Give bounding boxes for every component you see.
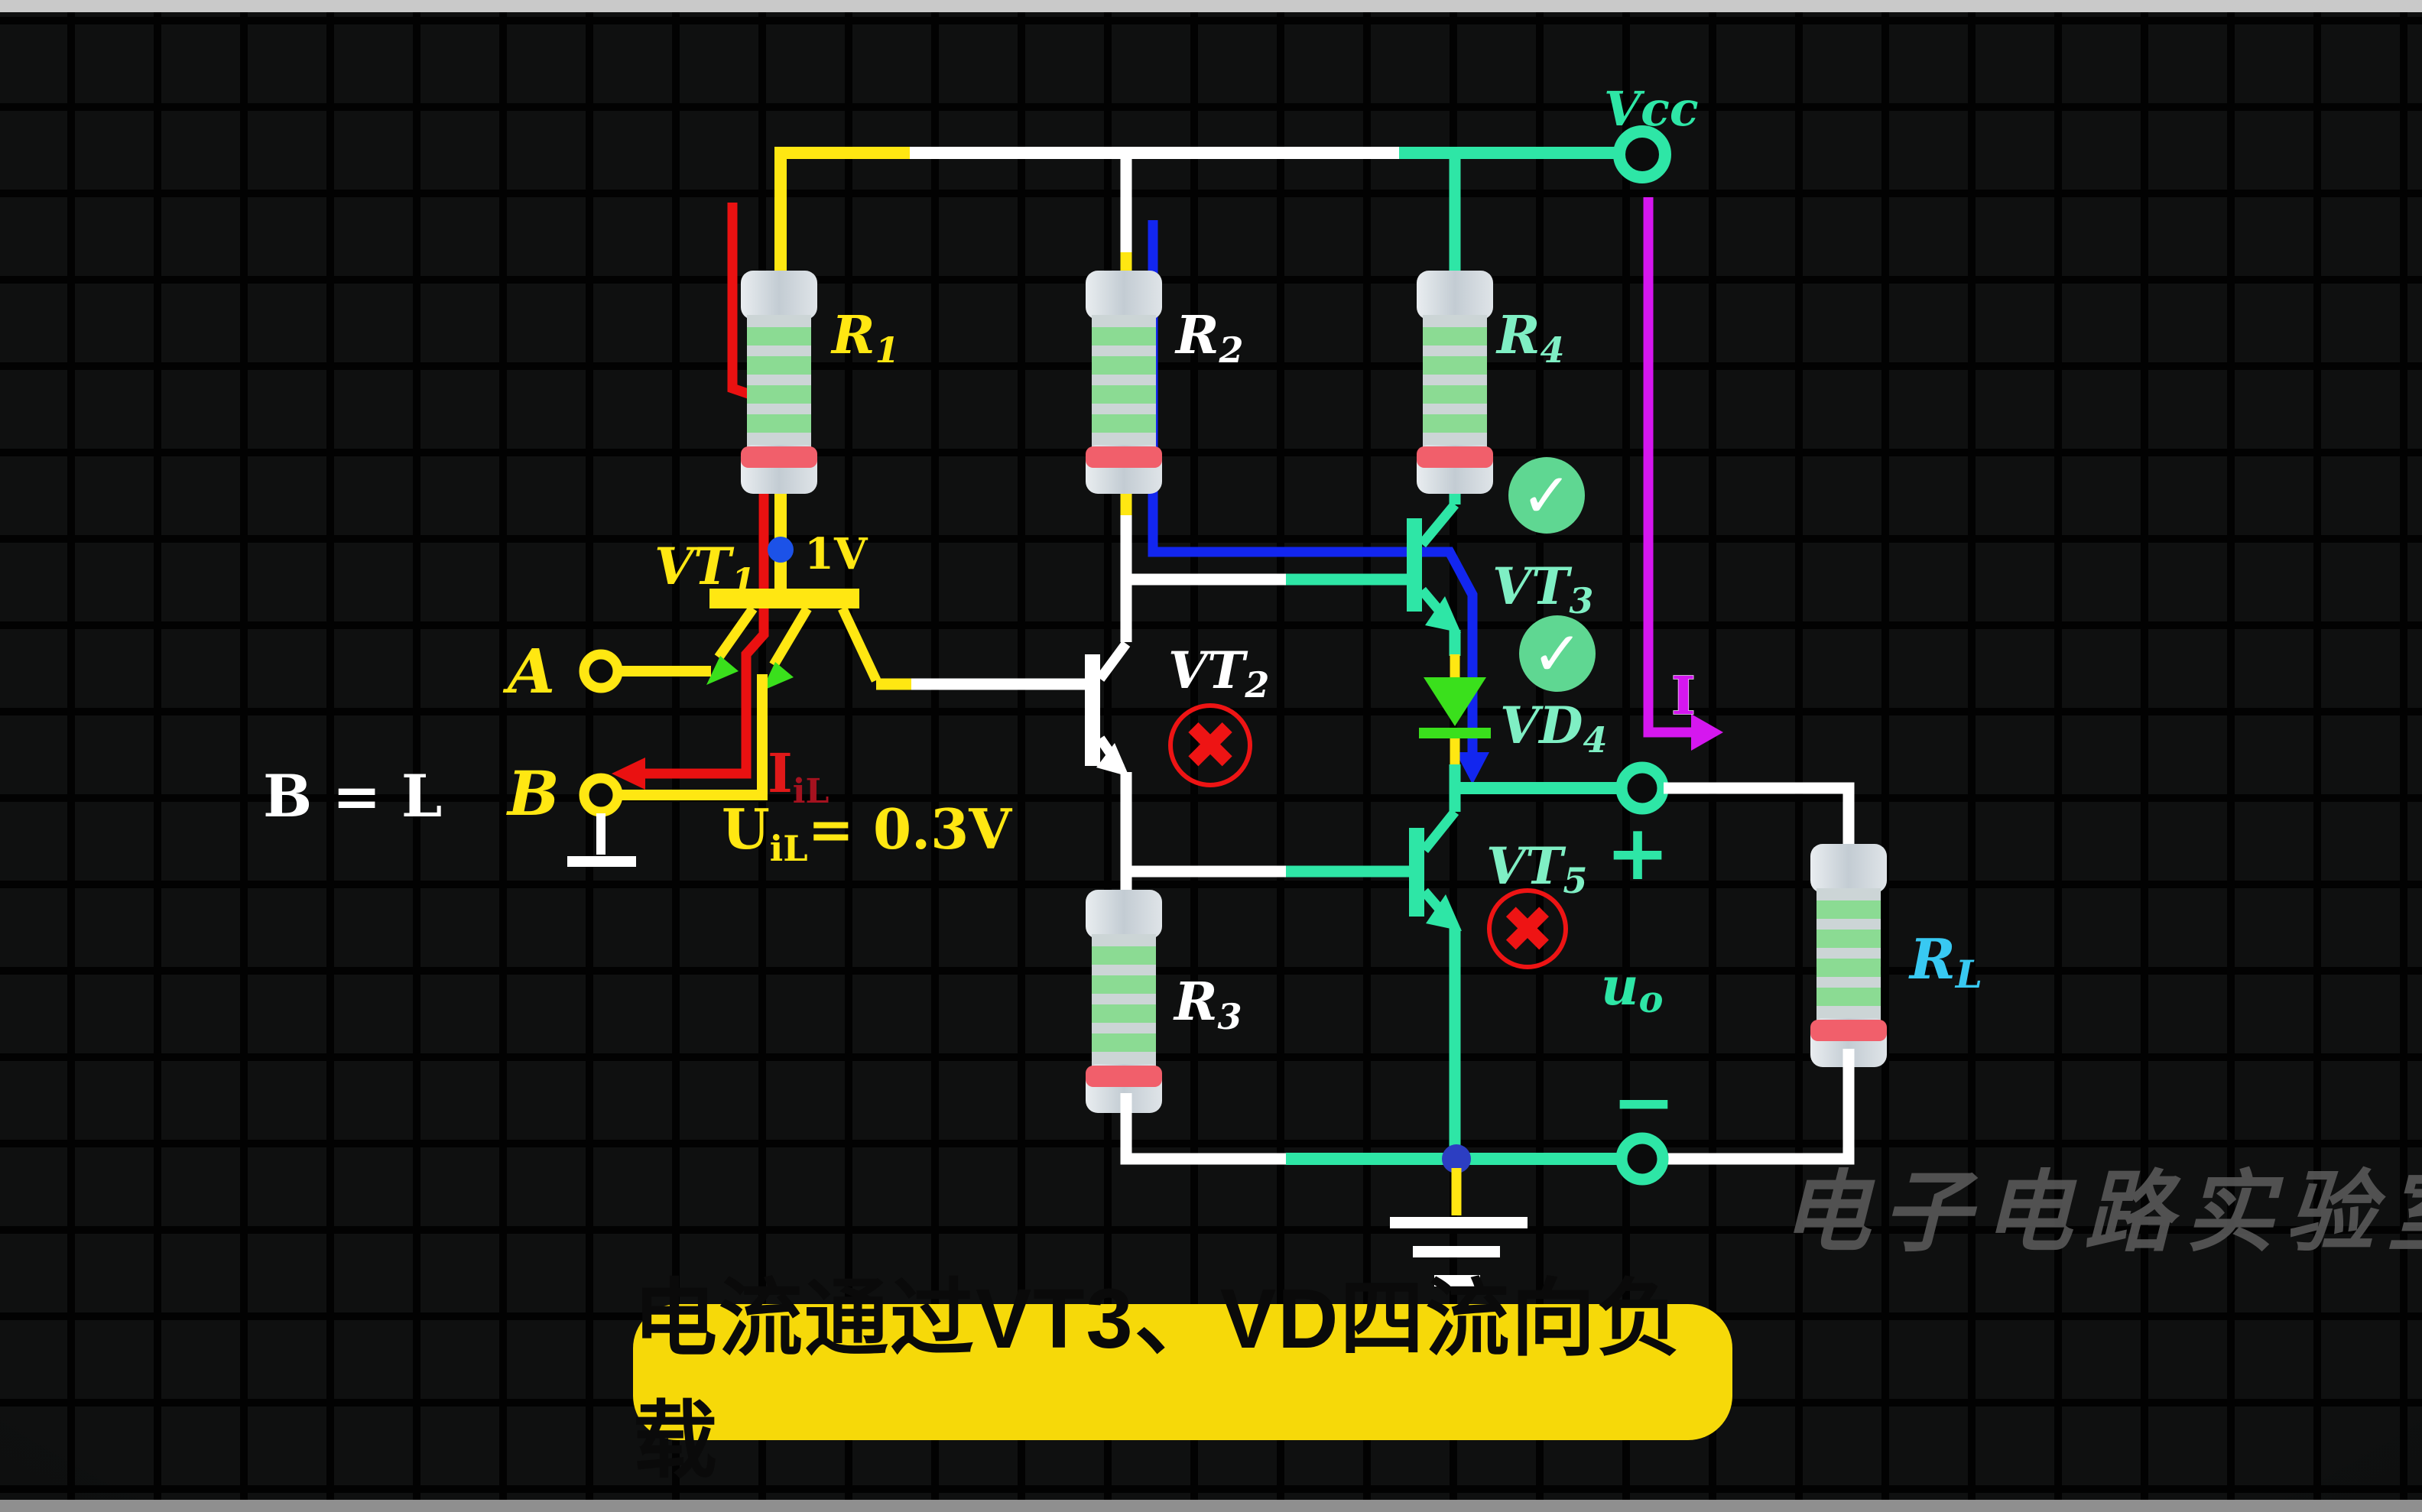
label-minus: − — [1612, 1057, 1676, 1147]
input-terminal-a — [579, 649, 711, 693]
arrow-blue-vd4-icon — [1456, 752, 1489, 784]
caption-text: 电流通过VT3、VD四流向负载 — [633, 1272, 1683, 1488]
label-r1: R1 — [830, 305, 900, 371]
check-icon: ✓ — [1519, 615, 1596, 692]
emitter-arrow-icon — [1096, 743, 1129, 777]
caption-banner: 电流通过VT3、VD四流向负载 — [633, 1272, 1732, 1488]
cross-icon: ✖ — [1487, 888, 1568, 969]
emitter-arrow-icon — [1425, 596, 1461, 633]
current-arrow-load — [1643, 197, 1723, 751]
label-b-state: B = L — [263, 762, 442, 830]
ground-icon — [1390, 1168, 1528, 1286]
label-r3: R3 — [1173, 972, 1242, 1037]
emitter-arrow-icon — [706, 656, 739, 685]
node-dot-1v — [768, 537, 794, 563]
output-terminal-top — [1615, 761, 1669, 815]
transistor-vt5 — [1409, 808, 1462, 1159]
power-rail — [774, 147, 1619, 590]
wire-rl-to-ground — [1664, 1049, 1855, 1165]
label-plus: + — [1605, 808, 1670, 897]
input-terminal-b — [567, 674, 768, 867]
label-input-b: B — [506, 758, 560, 829]
label-vt1: VT1 — [654, 537, 755, 602]
label-vt3: VT3 — [1492, 556, 1593, 621]
transistor-vt2 — [1085, 641, 1131, 777]
svg-text:✖: ✖ — [1501, 892, 1554, 967]
label-input-a: A — [502, 635, 555, 707]
emitter-arrow-icon — [761, 662, 794, 691]
resistor-r3 — [1086, 890, 1162, 1113]
bottom-edge-bar — [0, 1500, 2422, 1512]
watermark: 电子电路实验室 — [1781, 1160, 2422, 1264]
resistor-r1 — [741, 271, 817, 494]
label-input-current: IiL — [768, 741, 829, 811]
arrow-red-iil-icon — [612, 758, 645, 790]
label-uo: uo — [1601, 956, 1663, 1021]
wire-red-iil-path — [628, 203, 769, 779]
label-load-current: I — [1671, 666, 1696, 727]
transistor-vt3 — [1407, 501, 1461, 656]
output-terminal-bottom — [1615, 1132, 1669, 1186]
resistor-rl — [1810, 844, 1887, 1067]
top-edge-bar — [0, 0, 2422, 12]
svg-text:✓: ✓ — [1531, 618, 1583, 689]
ground-stub-icon — [567, 856, 636, 867]
label-r4: R4 — [1495, 305, 1565, 371]
label-vd4: VD4 — [1500, 696, 1607, 761]
vcc-terminal — [1613, 125, 1671, 183]
svg-text:✖: ✖ — [1183, 708, 1238, 784]
transistor-vt1 — [706, 589, 881, 691]
label-vt5: VT5 — [1486, 836, 1587, 901]
resistor-r4 — [1417, 271, 1493, 494]
vcc-label: Vcc — [1604, 81, 1699, 137]
check-icon: ✓ — [1508, 457, 1585, 534]
junction-dot — [1442, 1144, 1471, 1173]
label-rl: RL — [1908, 926, 1982, 997]
cross-icon: ✖ — [1168, 703, 1252, 787]
label-1v: 1V — [804, 529, 868, 579]
resistor-r2 — [1086, 271, 1162, 494]
emitter-arrow-icon — [1426, 894, 1462, 931]
wire-r3-to-ground — [1120, 1093, 1286, 1165]
label-r2: R2 — [1174, 305, 1244, 371]
label-input-voltage: UiL= 0.3V — [722, 797, 1012, 869]
label-vt2: VT2 — [1168, 641, 1269, 706]
svg-text:✓: ✓ — [1521, 460, 1572, 531]
